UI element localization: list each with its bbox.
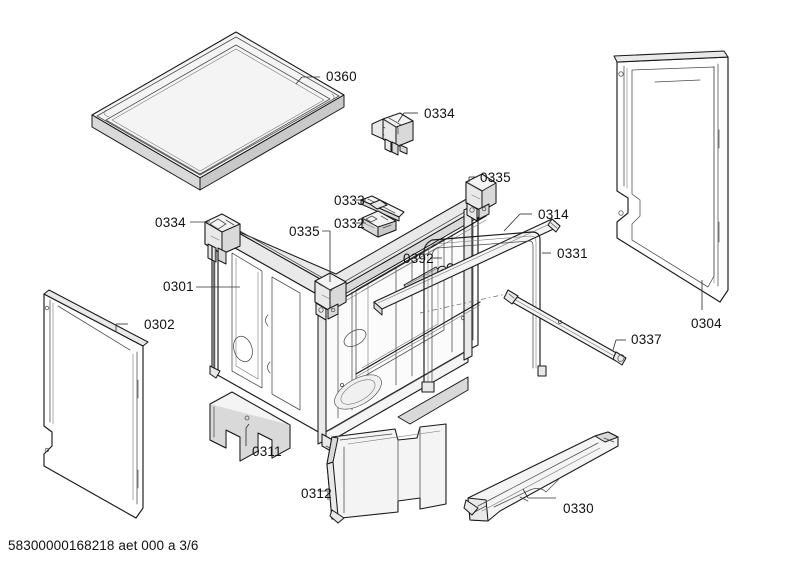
label-0337: 0337 bbox=[631, 332, 662, 347]
label-0333: 0333 bbox=[334, 193, 365, 208]
label-0301: 0301 bbox=[163, 279, 194, 294]
part-0304-side-panel-right bbox=[613, 50, 729, 303]
label-0330: 0330 bbox=[563, 501, 594, 516]
label-0314: 0314 bbox=[538, 207, 569, 222]
part-0301-tub-assembly bbox=[204, 196, 487, 462]
leader-0360 bbox=[295, 76, 320, 85]
label-0304: 0304 bbox=[691, 316, 722, 331]
leader-0335-right bbox=[468, 176, 476, 182]
label-0311: 0311 bbox=[252, 444, 282, 459]
part-0333-latch-lever bbox=[360, 195, 405, 222]
part-0330-base-trim-strip bbox=[463, 431, 619, 522]
part-0335-bracket-front bbox=[314, 272, 347, 321]
label-0302: 0302 bbox=[144, 317, 175, 332]
label-0334-loose: 0334 bbox=[424, 106, 455, 121]
label-0335-right: 0335 bbox=[480, 170, 511, 185]
label-0332: 0332 bbox=[334, 216, 365, 231]
leader-0330 bbox=[522, 488, 556, 499]
part-0314-upper-rail bbox=[373, 218, 561, 316]
part-0311-base-bracket bbox=[209, 391, 291, 462]
part-0334-hinge-clip-loose bbox=[371, 112, 414, 156]
part-0335-bracket-right bbox=[465, 173, 497, 222]
leader-0302 bbox=[115, 323, 128, 332]
label-0335-front: 0335 bbox=[289, 224, 320, 239]
label-0360: 0360 bbox=[326, 69, 357, 84]
leader-0311 bbox=[245, 423, 250, 446]
leader-0312 bbox=[318, 490, 329, 500]
part-0337-tension-rod bbox=[419, 289, 627, 366]
part-0331-door-seal-frame bbox=[421, 231, 547, 393]
leader-0314 bbox=[503, 213, 532, 232]
part-0334-hinge-clip-mounted bbox=[204, 213, 241, 379]
part-0312-front-kick-plate bbox=[326, 423, 447, 524]
part-0302-side-panel-left bbox=[43, 289, 149, 519]
label-0334-mounted: 0334 bbox=[155, 215, 186, 230]
drawing-caption: 58300000168218 aet 000 a 3/6 bbox=[8, 538, 199, 553]
label-0312: 0312 bbox=[301, 486, 332, 501]
leader-0334-loose bbox=[397, 112, 418, 123]
label-0392: 0392 bbox=[403, 251, 434, 266]
leader-0335-front bbox=[322, 230, 331, 282]
label-0331: 0331 bbox=[557, 246, 588, 261]
leader-0337 bbox=[612, 339, 626, 351]
